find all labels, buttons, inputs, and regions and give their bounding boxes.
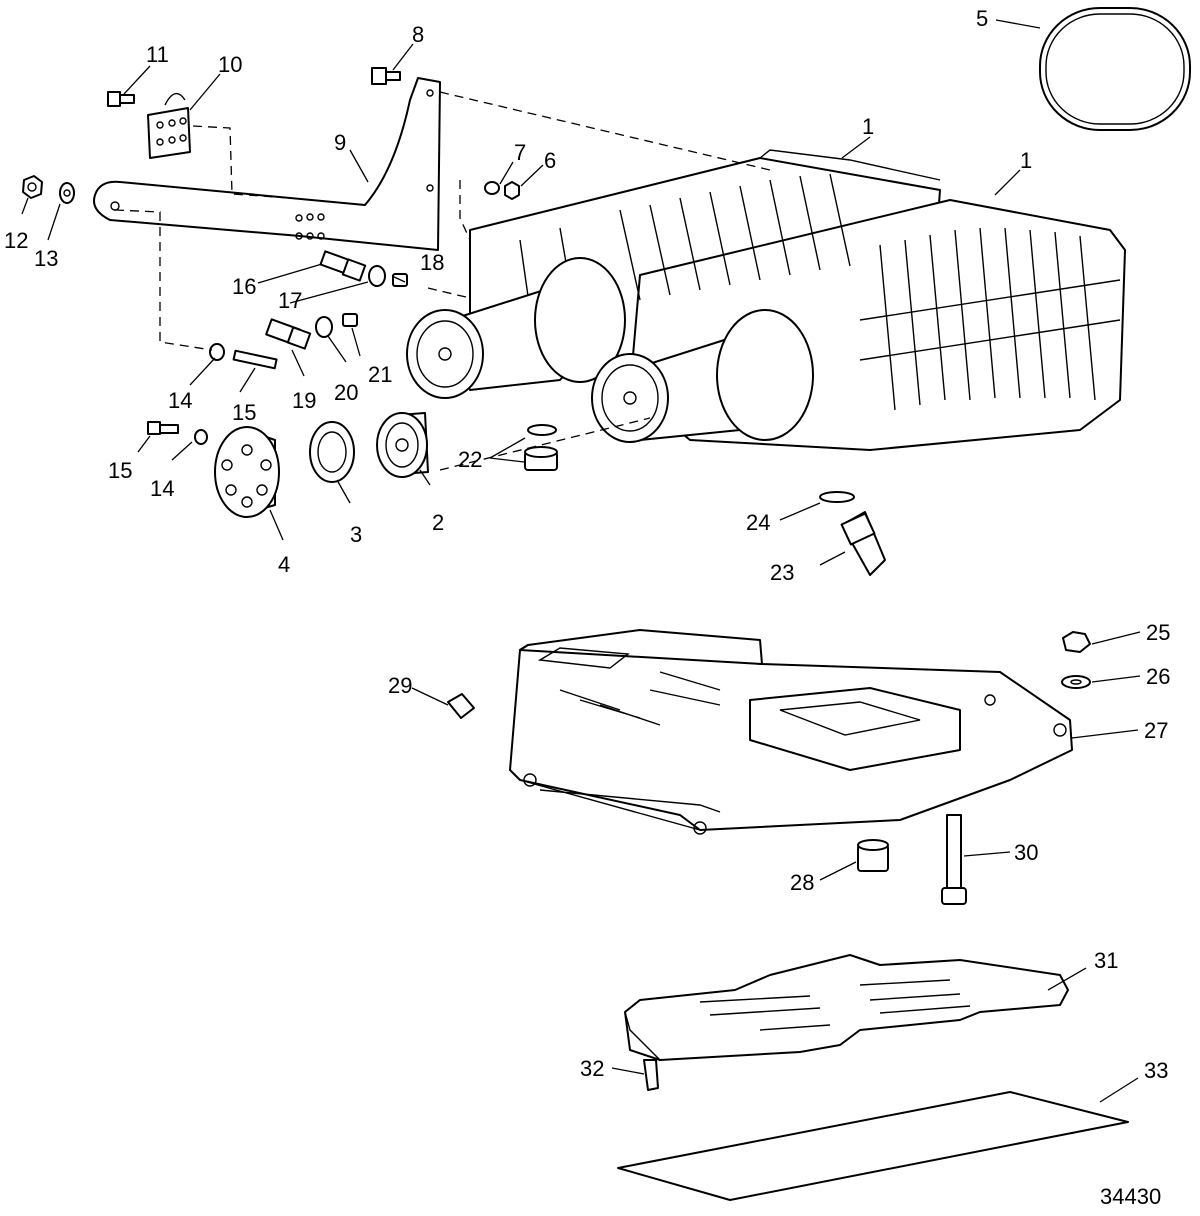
seal-part-3 (309, 421, 355, 483)
callout-1a: 1 (862, 114, 874, 139)
plate-part-10 (147, 92, 191, 159)
stud-part-15-upper (232, 349, 278, 370)
callout-2: 2 (432, 510, 444, 535)
washer-part-14-upper (209, 343, 225, 361)
callout-30: 30 (1014, 840, 1038, 865)
cap-part-22 (524, 424, 558, 471)
callout-4: 4 (278, 552, 290, 577)
bolt-part-30 (941, 814, 967, 905)
oring-part-17 (368, 265, 386, 287)
plug-part-21 (342, 313, 358, 327)
callout-9: 9 (334, 130, 346, 155)
callout-11: 11 (146, 42, 169, 67)
callout-labels: 1 1 2 3 4 5 6 7 8 9 10 11 12 13 14 14 15… (4, 6, 1170, 1083)
callout-3: 3 (350, 522, 362, 547)
plug-part-28 (857, 839, 889, 872)
callout-17: 17 (278, 288, 302, 313)
callout-8: 8 (412, 22, 424, 47)
bolt-part-15-lower (147, 421, 179, 435)
callout-5: 5 (976, 6, 988, 31)
plate-part-31 (624, 954, 1069, 1061)
callout-26: 26 (1146, 664, 1170, 689)
gasket-part-33 (617, 1091, 1129, 1201)
callout-20: 20 (334, 380, 358, 405)
callout-12: 12 (4, 228, 28, 253)
manifold-part-27 (509, 629, 1073, 835)
washer-part-26 (1061, 675, 1091, 689)
callout-25: 25 (1146, 620, 1170, 645)
callout-33: 33 (1144, 1058, 1168, 1083)
callout-7: 7 (514, 140, 526, 165)
callout-13: 13 (34, 246, 58, 271)
housing-fins (619, 173, 1096, 411)
oring-part-20 (315, 316, 333, 338)
oring-part-24 (819, 491, 855, 503)
callout-21: 21 (368, 362, 392, 387)
callout-16: 16 (232, 274, 256, 299)
callout-23: 23 (770, 560, 794, 585)
bracket-part-9 (93, 77, 441, 251)
bearing-part-2 (376, 412, 429, 478)
fitting-part-23 (840, 511, 886, 576)
gasket-part-5 (1039, 7, 1191, 131)
callout-1b: 1 (1020, 148, 1032, 173)
nut-part-6 (504, 181, 520, 200)
callout-24: 24 (746, 510, 770, 535)
callout-18: 18 (420, 250, 444, 275)
bolt-part-11 (107, 91, 135, 107)
figure-id: 34430 (1100, 1184, 1161, 1209)
nut-part-25 (1062, 631, 1091, 653)
callout-14b: 14 (150, 476, 174, 501)
callout-31: 31 (1094, 948, 1118, 973)
callout-28: 28 (790, 870, 814, 895)
plug-part-29 (447, 693, 475, 719)
callout-15b: 15 (108, 458, 132, 483)
screw-part-32 (643, 1059, 659, 1091)
callout-10: 10 (218, 52, 242, 77)
nut-part-12 (22, 175, 43, 199)
callout-22: 22 (458, 447, 482, 472)
callout-14a: 14 (168, 388, 192, 413)
callout-6: 6 (544, 148, 556, 173)
callout-19: 19 (292, 388, 316, 413)
washer-part-13 (59, 182, 75, 204)
fitting-part-16 (319, 250, 367, 282)
bolt-part-8 (371, 67, 401, 85)
washer-part-14-lower (194, 429, 208, 445)
callout-15a: 15 (232, 400, 256, 425)
callout-27: 27 (1144, 718, 1168, 743)
assembly-lines (114, 91, 771, 471)
pulley-part-4 (214, 426, 280, 518)
snout-rear (406, 257, 626, 399)
callout-32: 32 (580, 1056, 604, 1081)
leader-lines (21, 19, 1141, 1103)
fitting-part-19 (265, 318, 312, 350)
washer-part-7 (484, 181, 500, 195)
snout-front (591, 309, 814, 443)
callout-29: 29 (388, 673, 412, 698)
